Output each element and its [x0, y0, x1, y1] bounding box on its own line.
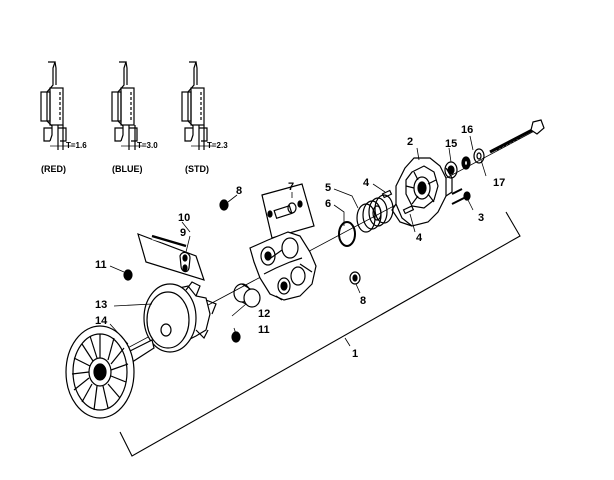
callout-4-lower: 4: [416, 232, 423, 244]
cap-screws: [451, 188, 471, 205]
callout-4-upper: 4: [363, 177, 370, 189]
spider-cover: [391, 157, 453, 227]
callout-15: 15: [445, 138, 457, 150]
bushing: [233, 283, 261, 308]
moveable-sheave: [143, 281, 217, 353]
callout-14: 14: [95, 315, 108, 327]
callout-9: 9: [180, 227, 186, 239]
washers: [461, 148, 485, 170]
spider-hub: [249, 231, 317, 301]
callout-13: 13: [95, 299, 107, 311]
spring: [356, 194, 394, 233]
arm-kit-card: [137, 233, 205, 281]
callout-1: 1: [352, 348, 358, 360]
fixed-sheave: [65, 325, 155, 419]
callout-2: 2: [407, 136, 413, 148]
lock-nut-left: [123, 269, 133, 281]
variant-detail-blue: [111, 61, 144, 150]
callout-5: 5: [325, 182, 331, 194]
variant-thickness-std: T=2.3: [207, 141, 228, 150]
nut-lower: [349, 271, 361, 285]
long-bolt: [489, 119, 545, 154]
callout-10: 10: [178, 212, 190, 224]
callout-11-left: 11: [95, 259, 107, 271]
leader-lines: [109, 135, 487, 347]
callout-17: 17: [493, 177, 505, 189]
callout-7: 7: [288, 181, 294, 193]
callout-3: 3: [478, 212, 484, 224]
variant-thickness-blue: T=3.0: [137, 141, 158, 150]
callout-12: 12: [258, 308, 270, 320]
nut-upper: [219, 199, 229, 211]
callout-8-upper: 8: [236, 185, 242, 197]
callout-16: 16: [461, 124, 473, 136]
callout-8-lower: 8: [360, 295, 366, 307]
variant-caption-blue: (BLUE): [112, 164, 143, 174]
variant-thickness-red: T=1.6: [66, 141, 87, 150]
assembly-bracket: [119, 211, 521, 457]
lock-nut-right: [231, 331, 241, 343]
variant-caption-red: (RED): [41, 164, 66, 174]
variant-detail-red: [40, 61, 74, 150]
variant-caption-std: (STD): [185, 164, 209, 174]
callout-6: 6: [325, 198, 331, 210]
ring: [338, 221, 356, 247]
callout-11-right: 11: [258, 324, 270, 336]
roller-kit-card: [261, 183, 315, 239]
variant-detail-std: [181, 61, 214, 150]
